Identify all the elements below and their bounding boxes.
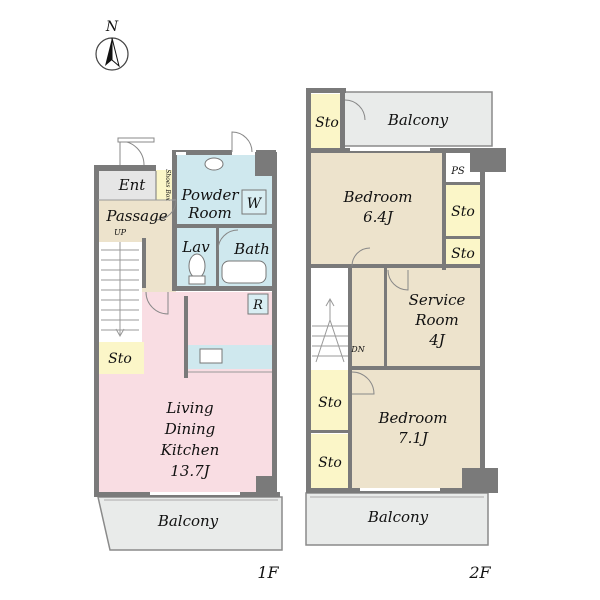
powder-door-swing	[155, 199, 177, 221]
shoes-box-label: Shoes Box	[164, 169, 171, 201]
ldk-label-3: Kitchen	[160, 441, 220, 459]
ldk-label-1: Living	[165, 399, 213, 417]
floor-1: Ent Shoes Box Passage UP Powder Room W L…	[94, 131, 283, 582]
powder-label-1: Powder	[180, 186, 239, 204]
stairs-2f-area	[310, 266, 352, 370]
storage-1f-label: Sto	[108, 351, 132, 367]
balcony-2f-top	[343, 91, 493, 147]
passage-label: Passage	[105, 207, 167, 225]
storage-2f-left2-area	[310, 434, 350, 490]
balcony-2f-bottom-label: Balcony	[367, 508, 429, 526]
storage-2f-right1-label: Sto	[451, 204, 475, 220]
bedroom-2-label: Bedroom	[378, 409, 448, 427]
floor-1-label: 1F	[257, 563, 279, 582]
window-2f-top	[350, 148, 430, 151]
balcony-2f-bottom	[305, 492, 489, 546]
storage-2f-top-label: Sto	[315, 115, 339, 131]
stairs-2f	[312, 297, 348, 363]
floor-2-label: 2F	[468, 563, 491, 582]
service-room-size: 4J	[428, 331, 446, 349]
entrance-area	[98, 170, 156, 200]
window-2f-bottom	[360, 488, 440, 491]
kitchen-sink-icon	[199, 348, 223, 364]
dn-label: DN	[350, 345, 365, 354]
up-label: UP	[114, 228, 127, 237]
washer-box	[241, 189, 267, 215]
hallway-2f-area	[352, 266, 386, 368]
floor-2: Sto Balcony PS Bedroom 6.4J Sto Sto Serv…	[305, 88, 506, 582]
toilet-icon	[188, 253, 206, 279]
compass: N	[95, 19, 129, 71]
bedroom-1-area	[310, 152, 444, 266]
bedroom-2-area	[350, 370, 480, 490]
shoes-box-area	[156, 170, 176, 200]
ps-area	[444, 152, 474, 182]
service-door-swing-2f	[387, 269, 409, 291]
toilet-tank	[188, 275, 206, 285]
service-room-label-1: Service	[409, 291, 466, 309]
bedroom-1-label: Bedroom	[343, 188, 413, 206]
entry-door-swing	[119, 140, 145, 166]
service-door-swing	[231, 131, 253, 153]
powder-label-2: Room	[187, 204, 232, 222]
refrigerator-label: R	[252, 298, 263, 313]
balcony-door-swing	[344, 99, 366, 121]
bedroom-1-size: 6.4J	[363, 208, 394, 226]
ldk-label-2: Dining	[164, 420, 216, 438]
storage-1f-area	[98, 342, 144, 374]
north-arrow-icon	[105, 38, 112, 66]
window-1f-balcony	[150, 492, 240, 495]
bath-door-swing	[217, 229, 239, 251]
washer-label: W	[247, 196, 263, 212]
sink-icon	[204, 157, 224, 171]
ent-label: Ent	[118, 176, 147, 194]
bedroom-1-door-swing	[351, 247, 371, 267]
bathtub-icon	[221, 260, 267, 284]
balcony-2f-top-label: Balcony	[387, 111, 449, 129]
ps-label: PS	[450, 166, 465, 177]
storage-2f-right2-area	[446, 238, 480, 268]
bedroom-2-door-swing	[351, 371, 375, 395]
lav-label: Lav	[181, 238, 210, 256]
bath-label: Bath	[233, 240, 270, 258]
refrigerator-box	[247, 293, 269, 315]
storage-2f-left1-label: Sto	[318, 395, 342, 411]
ldk-size: 13.7J	[170, 462, 210, 480]
balcony-1f-label: Balcony	[157, 512, 219, 530]
service-room-label-2: Room	[414, 311, 459, 329]
storage-2f-top-area	[310, 94, 344, 148]
storage-2f-left2-label: Sto	[318, 455, 342, 471]
storage-2f-right1-area	[446, 184, 480, 236]
north-arrow-outline	[111, 37, 120, 68]
bedroom-2-size: 7.1J	[398, 429, 429, 447]
compass-north-label: N	[105, 19, 119, 35]
ldk-door-swing	[145, 291, 169, 315]
window-1f-a	[176, 152, 186, 155]
storage-2f-right2-label: Sto	[451, 246, 475, 262]
entry-door-frame	[117, 137, 155, 143]
stairs-1f	[101, 242, 139, 338]
storage-2f-left1-area	[310, 370, 350, 430]
